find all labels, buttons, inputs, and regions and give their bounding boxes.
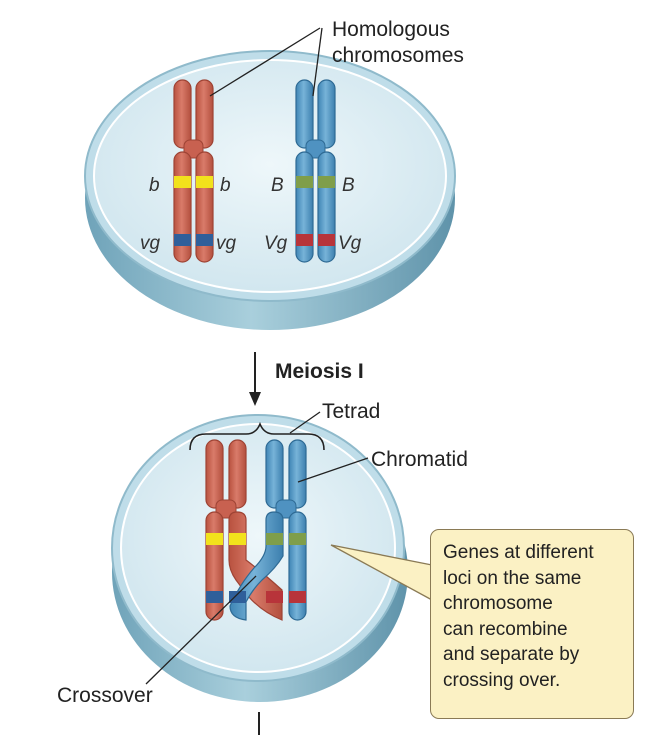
band-crimson: [318, 234, 335, 246]
pointer-line-tetrad: [289, 411, 321, 434]
band-crimson: [296, 234, 313, 246]
band-green: [296, 176, 313, 188]
note-line: and separate by: [443, 644, 580, 665]
blue-homolog-top: [295, 79, 336, 263]
meiosis-label: Meiosis I: [275, 360, 364, 383]
pointer-line-homologous-blue: [312, 27, 323, 97]
note-line: Genes at different: [443, 542, 594, 563]
band-yellow: [196, 176, 213, 188]
gene-label-Vg-left: Vg: [264, 233, 288, 254]
note-line: chromosome: [443, 593, 553, 614]
meiosis-arrow: [249, 352, 261, 406]
band-yellow: [174, 176, 191, 188]
gene-label-B-right: B: [342, 175, 355, 196]
band-navy: [196, 234, 213, 246]
red-homolog-top: [173, 79, 214, 263]
blue-chromatids-bottom: [229, 439, 307, 621]
cell-top: [84, 50, 456, 330]
tetrad-label: Tetrad: [322, 400, 380, 423]
pointer-line-homologous-red: [209, 27, 321, 97]
gene-label-b-left: b: [149, 175, 160, 196]
gene-label-B-left: B: [271, 175, 284, 196]
note-line: can recombine: [443, 618, 568, 640]
gene-label-Vg-right: Vg: [338, 233, 362, 254]
cell-bottom: [111, 414, 408, 702]
homologous-label-line2: chromosomes: [332, 44, 464, 67]
band-green: [318, 176, 335, 188]
gene-label-b-right: b: [220, 175, 231, 196]
pointer-line-crossover: [145, 575, 257, 685]
pointer-line-chromatid: [297, 457, 369, 483]
note-line: loci on the same: [443, 567, 582, 589]
gene-label-vg-right: vg: [216, 233, 237, 254]
note-line: crossing over.: [443, 669, 561, 691]
tetrad-bracket: [189, 421, 325, 451]
crossover-label: Crossover: [57, 684, 153, 707]
chromatid-label: Chromatid: [371, 448, 468, 471]
homologous-label-line1: Homologous: [332, 18, 450, 41]
band-navy: [174, 234, 191, 246]
note-callout: Genes at different loci on the same chro…: [430, 529, 634, 719]
gene-label-vg-left: vg: [140, 233, 161, 254]
